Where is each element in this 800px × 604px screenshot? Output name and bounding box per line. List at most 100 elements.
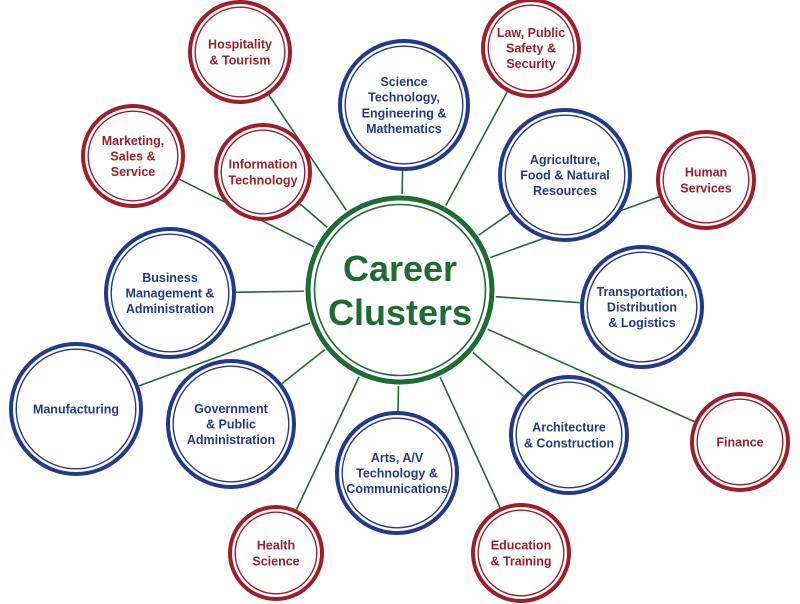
cluster-ring-gap bbox=[513, 379, 625, 491]
cluster-label-line: Service bbox=[111, 165, 156, 179]
cluster-ring-inner bbox=[696, 398, 784, 486]
connector-education bbox=[439, 376, 501, 508]
cluster-ring-gap bbox=[342, 43, 466, 167]
cluster-node-manufacturing: Manufacturing bbox=[9, 342, 143, 476]
cluster-label-line: Services bbox=[680, 181, 731, 195]
cluster-label-line: Administration bbox=[126, 302, 214, 316]
cluster-label-line: Health bbox=[257, 539, 295, 553]
cluster-ring-inner bbox=[172, 365, 290, 483]
connector-business bbox=[235, 290, 305, 293]
cluster-label-line: Business bbox=[142, 271, 198, 285]
cluster-ring-gap bbox=[85, 108, 181, 204]
cluster-label-line: Safety & bbox=[506, 42, 556, 56]
center-ring-inner bbox=[313, 203, 487, 377]
center-title-line: Clusters bbox=[328, 292, 472, 333]
cluster-ring-gap bbox=[108, 231, 232, 355]
cluster-ring-inner bbox=[662, 136, 750, 224]
cluster-ring-inner bbox=[341, 417, 453, 529]
cluster-ring-inner bbox=[515, 381, 623, 489]
cluster-ring-inner bbox=[234, 511, 318, 595]
connector-health-science bbox=[295, 376, 360, 510]
cluster-node-education: Education& Training bbox=[471, 503, 571, 603]
cluster-label-line: Sales & bbox=[110, 150, 155, 164]
cluster-label-line: Hospitality bbox=[208, 38, 272, 52]
connector-government bbox=[281, 349, 326, 385]
cluster-ring-gap bbox=[485, 2, 577, 94]
cluster-label-line: Administration bbox=[187, 433, 275, 447]
cluster-node-marketing: Marketing, Sales &Service bbox=[81, 104, 185, 208]
cluster-label-line: Food & Natural bbox=[520, 169, 610, 183]
cluster-label-finance: Finance bbox=[716, 436, 763, 450]
cluster-label-line: Law, Public bbox=[497, 26, 565, 40]
cluster-label-line: Security bbox=[506, 57, 555, 71]
cluster-label-line: & Public bbox=[206, 418, 256, 432]
cluster-ring-inner bbox=[194, 6, 286, 98]
cluster-ring-inner bbox=[87, 110, 179, 202]
cluster-ring-gap bbox=[502, 112, 628, 238]
cluster-label-line: Technology & bbox=[356, 467, 438, 481]
cluster-node-arts: Arts, A/V Technology &Communications bbox=[335, 411, 459, 535]
cluster-label-line: Communications bbox=[346, 482, 447, 496]
cluster-ring-gap bbox=[584, 249, 700, 365]
connector-lines bbox=[138, 91, 695, 510]
cluster-label-line: Science bbox=[380, 75, 427, 89]
cluster-label-line: Arts, A/V bbox=[371, 451, 424, 465]
cluster-label-line: & Construction bbox=[524, 436, 614, 450]
connector-information-technology bbox=[299, 203, 328, 228]
cluster-label-arts: Arts, A/V Technology &Communications bbox=[346, 451, 447, 496]
cluster-label-line: Finance bbox=[716, 436, 763, 450]
cluster-label-line: Mathematics bbox=[366, 122, 442, 136]
cluster-ring-inner bbox=[110, 233, 230, 353]
connector-transportation bbox=[495, 295, 581, 304]
cluster-ring-inner bbox=[15, 348, 137, 470]
cluster-label-line: Transportation, bbox=[597, 285, 688, 299]
cluster-label-line: Information bbox=[229, 158, 298, 172]
cluster-label-line: Science bbox=[252, 554, 299, 568]
cluster-label-architecture: Architecture& Construction bbox=[524, 421, 614, 451]
cluster-node-architecture: Architecture& Construction bbox=[509, 375, 629, 495]
cluster-label-line: & Logistics bbox=[608, 316, 675, 330]
connector-law bbox=[444, 91, 508, 206]
center-ring-gap bbox=[311, 201, 489, 379]
cluster-ring-inner bbox=[487, 4, 575, 92]
cluster-node-finance: Finance bbox=[690, 392, 790, 492]
cluster-label-manufacturing: Manufacturing bbox=[33, 403, 119, 417]
cluster-label-line: Architecture bbox=[532, 421, 606, 435]
cluster-ring-gap bbox=[475, 507, 567, 599]
cluster-label-transportation: Transportation,Distribution& Logistics bbox=[597, 285, 688, 330]
cluster-label-hospitality: Hospitality& Tourism bbox=[208, 38, 272, 68]
cluster-label-line: Manufacturing bbox=[33, 403, 119, 417]
cluster-label-line: Resources bbox=[533, 184, 597, 198]
cluster-ring-inner bbox=[586, 251, 698, 363]
connector-finance bbox=[487, 328, 695, 423]
cluster-label-line: Human bbox=[685, 166, 727, 180]
cluster-label-line: Government bbox=[194, 402, 268, 416]
cluster-label-line: & Tourism bbox=[210, 53, 271, 67]
connector-agriculture bbox=[478, 212, 511, 236]
cluster-label-education: Education& Training bbox=[490, 539, 551, 569]
cluster-label-line: Management & bbox=[126, 287, 215, 301]
connector-manufacturing bbox=[138, 322, 311, 387]
cluster-ring-gap bbox=[694, 396, 786, 488]
cluster-ring-inner bbox=[220, 129, 306, 215]
cluster-label-line: Marketing, bbox=[102, 134, 165, 148]
cluster-ring-gap bbox=[232, 509, 320, 597]
